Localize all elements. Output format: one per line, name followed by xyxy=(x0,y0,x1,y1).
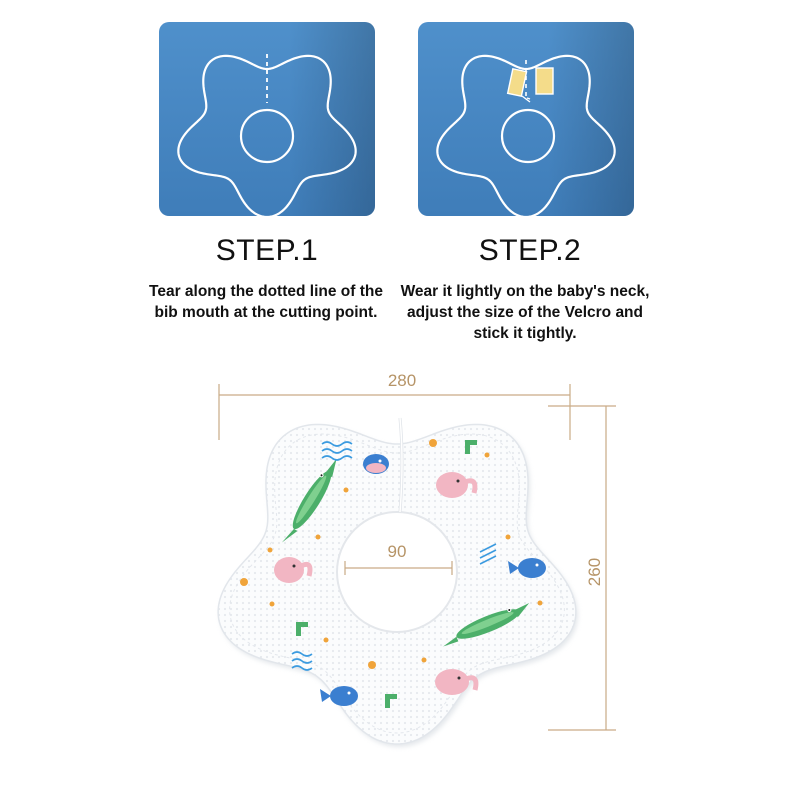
elephant-icon xyxy=(435,669,479,695)
velcro-tab-right-icon xyxy=(535,67,554,95)
whale-icon xyxy=(508,558,546,578)
step-1-title: STEP.1 xyxy=(215,234,319,267)
neck-hole xyxy=(239,108,295,164)
wave-lines-icon xyxy=(291,441,497,671)
dot-pattern xyxy=(267,452,543,663)
velcro-tab-left-icon xyxy=(506,67,528,98)
sea-plant-icon xyxy=(296,440,477,708)
step-2-description: Wear it lightly on the baby's neck, adju… xyxy=(400,283,650,342)
whale-icon xyxy=(320,686,358,706)
inner-dimension xyxy=(344,561,453,575)
neck-opening xyxy=(336,511,458,633)
arrow-icon xyxy=(521,95,531,103)
bib-outline-dotted-line-icon xyxy=(159,22,375,216)
step-2-illustration xyxy=(418,22,634,216)
bib-product: 90 xyxy=(217,417,578,747)
step-1-description: Tear along the dotted line of the bib mo… xyxy=(149,283,383,321)
step-1-illustration xyxy=(159,22,375,216)
height-dimension xyxy=(548,405,616,731)
width-dimension xyxy=(218,384,571,440)
crocodile-icon xyxy=(281,458,337,543)
bib-size-diagram: 280 260 90 xyxy=(217,371,616,747)
step-2-title: STEP.2 xyxy=(478,234,582,267)
neck-hole xyxy=(500,108,556,164)
bib-outline-velcro-icon xyxy=(418,22,634,216)
crocodile-icon xyxy=(443,603,530,647)
bib-outline xyxy=(177,54,357,216)
crab-icon xyxy=(240,439,437,669)
height-label: 260 xyxy=(585,558,604,586)
elephant-icon xyxy=(436,472,478,498)
whale-icon xyxy=(363,454,389,474)
inner-diameter-label: 90 xyxy=(388,542,407,561)
bib-outline xyxy=(436,54,616,216)
elephant-icon xyxy=(274,557,313,583)
width-label: 280 xyxy=(388,371,416,390)
